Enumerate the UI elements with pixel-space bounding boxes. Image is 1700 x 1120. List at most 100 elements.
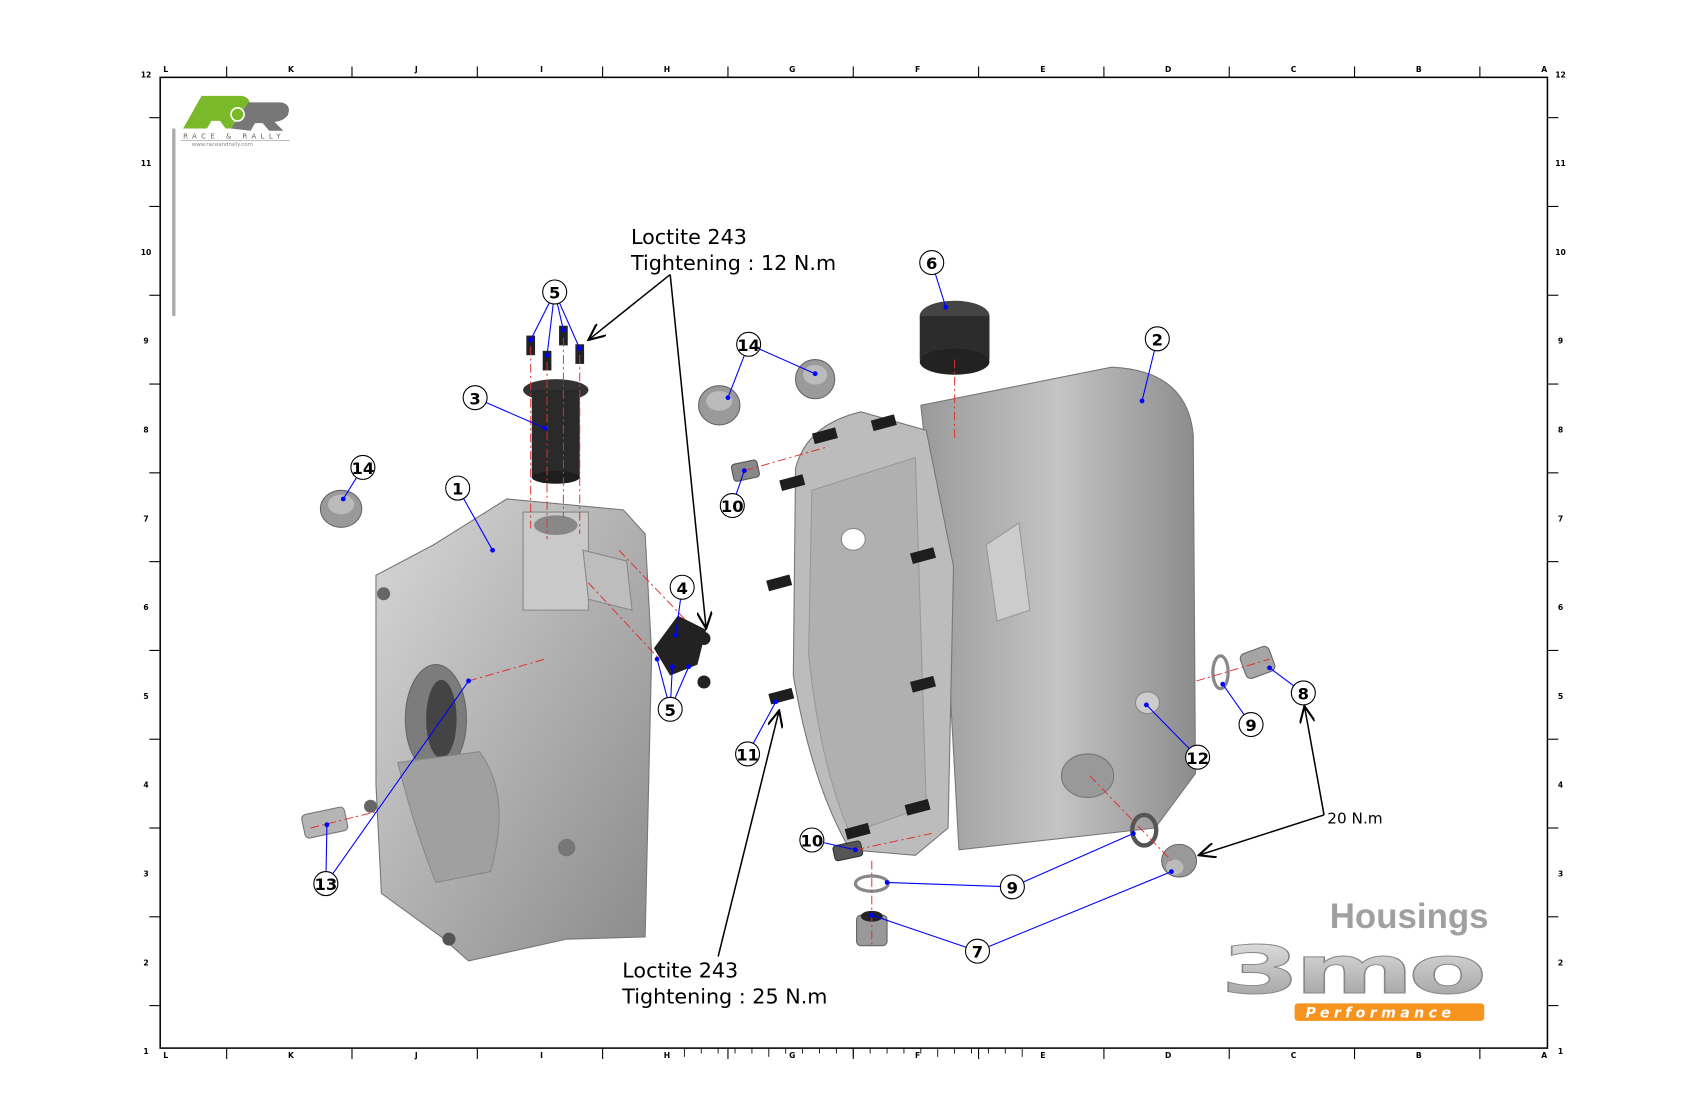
leader-dot [490,547,495,553]
part-cover-plate [653,615,707,676]
leader-line [988,871,1172,948]
callout-2: 2 [1139,326,1170,404]
logo-url: www.raceandrally.com [192,142,253,148]
leader-line [1146,704,1190,750]
callout-circle [669,574,695,600]
leader-dot [544,352,550,358]
callout-6: 6 [919,250,949,310]
callout-number: 14 [352,459,375,478]
zone-row-label: 9 [1558,337,1563,346]
zone-column-label: L [163,65,168,74]
leader-dot [542,425,548,431]
zone-row-label: 9 [143,337,148,346]
leader-dot [466,678,471,684]
zone-column-label: G [789,65,795,74]
zone-row-label: 4 [143,781,148,790]
callout-number: 7 [972,943,983,962]
vertical-fine-print [172,128,176,316]
zone-row-label: 2 [143,958,148,967]
zone-column-label: D [1165,65,1171,74]
zone-column-label: C [1291,65,1297,74]
leader-line [325,824,328,872]
scale-bar [683,1047,1023,1057]
leader-dot [561,327,566,333]
leader-dot [654,656,660,662]
leader-line [727,355,745,398]
zone-column-label: J [414,65,418,74]
leader-line [670,666,673,698]
annotation-top-line2: Tightening : 12 N.m [630,251,836,275]
leader-line [656,659,668,698]
callout-14: 14 [725,331,818,401]
zone-row-label: 2 [1558,958,1563,967]
annotation-torque-right: 20 N.m [1199,706,1383,855]
zone-column-label: J [414,1051,418,1060]
zone-column-label: I [540,1051,543,1060]
annotation-bottom-line1: Loctite 243 [622,958,738,982]
zone-row-label: 7 [1558,514,1563,523]
leader-dot [669,664,675,670]
zone-row-label: 1 [143,1047,148,1056]
callout-circle [1144,326,1170,352]
leader-line [823,842,856,851]
sheet-title: Housings [1330,897,1489,936]
callout-circle [799,827,825,853]
leader-dot [943,304,949,310]
zone-column-label: D [1165,1051,1171,1060]
3mo-performance-logo: 3mo Performance [1220,932,1489,1022]
zone-row-label: 7 [143,514,148,523]
zone-row-label: 3 [1558,869,1563,878]
callout-circle [735,741,761,767]
leader-line [546,303,554,356]
callout-10: 10 [719,468,747,519]
annotation-bottom: Loctite 243 Tightening : 25 N.m [621,710,827,1008]
leader-line [759,348,816,375]
zone-row-label: 6 [143,603,148,612]
zone-column-label: L [163,1051,168,1060]
callout-circle [657,696,683,722]
logo-sub: Performance [1306,1006,1456,1022]
callout-number: 13 [314,875,337,894]
leader-dot [1169,869,1174,874]
zone-row-label: 3 [143,869,148,878]
callout-7: 7 [869,869,1174,964]
zone-column-label: B [1416,1051,1422,1060]
leader-line [342,477,358,500]
part-screws [526,325,711,689]
callout-4: 4 [669,574,695,638]
leader-line [530,302,550,341]
callout-14: 14 [340,454,376,502]
zone-row-label: 6 [1558,603,1563,612]
leader-dot [725,395,731,401]
leader-line [332,680,470,875]
logo-mark: 3mo [1221,932,1484,1009]
callout-5: 5 [654,656,692,722]
callout-circle [999,874,1025,900]
zone-column-label: E [1040,65,1045,74]
callout-number: 10 [800,832,823,851]
part-sleeve [523,379,589,484]
zone-row-label: 12 [1555,70,1566,79]
callout-circle [462,385,488,411]
zone-column-label: F [915,65,920,74]
zone-row-label: 10 [141,248,152,257]
zone-column-label: H [664,1051,670,1060]
leader-dot [853,847,858,853]
zone-column-label: H [664,65,670,74]
logo-name: RACE & RALLY [183,131,285,140]
callout-circle [445,475,471,501]
leader-line [1023,832,1134,883]
race-and-rally-logo: RACE & RALLY www.raceandrally.com [180,95,290,148]
torque-label: 20 N.m [1327,810,1382,828]
callout-circle [1238,711,1264,738]
callout-circle [350,454,376,480]
callout-circle [1185,744,1211,770]
annotation-top-line1: Loctite 243 [631,225,747,249]
callout-circle [736,331,762,357]
callout-12: 12 [1144,702,1211,770]
zone-row-label: 8 [1558,426,1563,435]
callout-number: 2 [1152,330,1163,349]
